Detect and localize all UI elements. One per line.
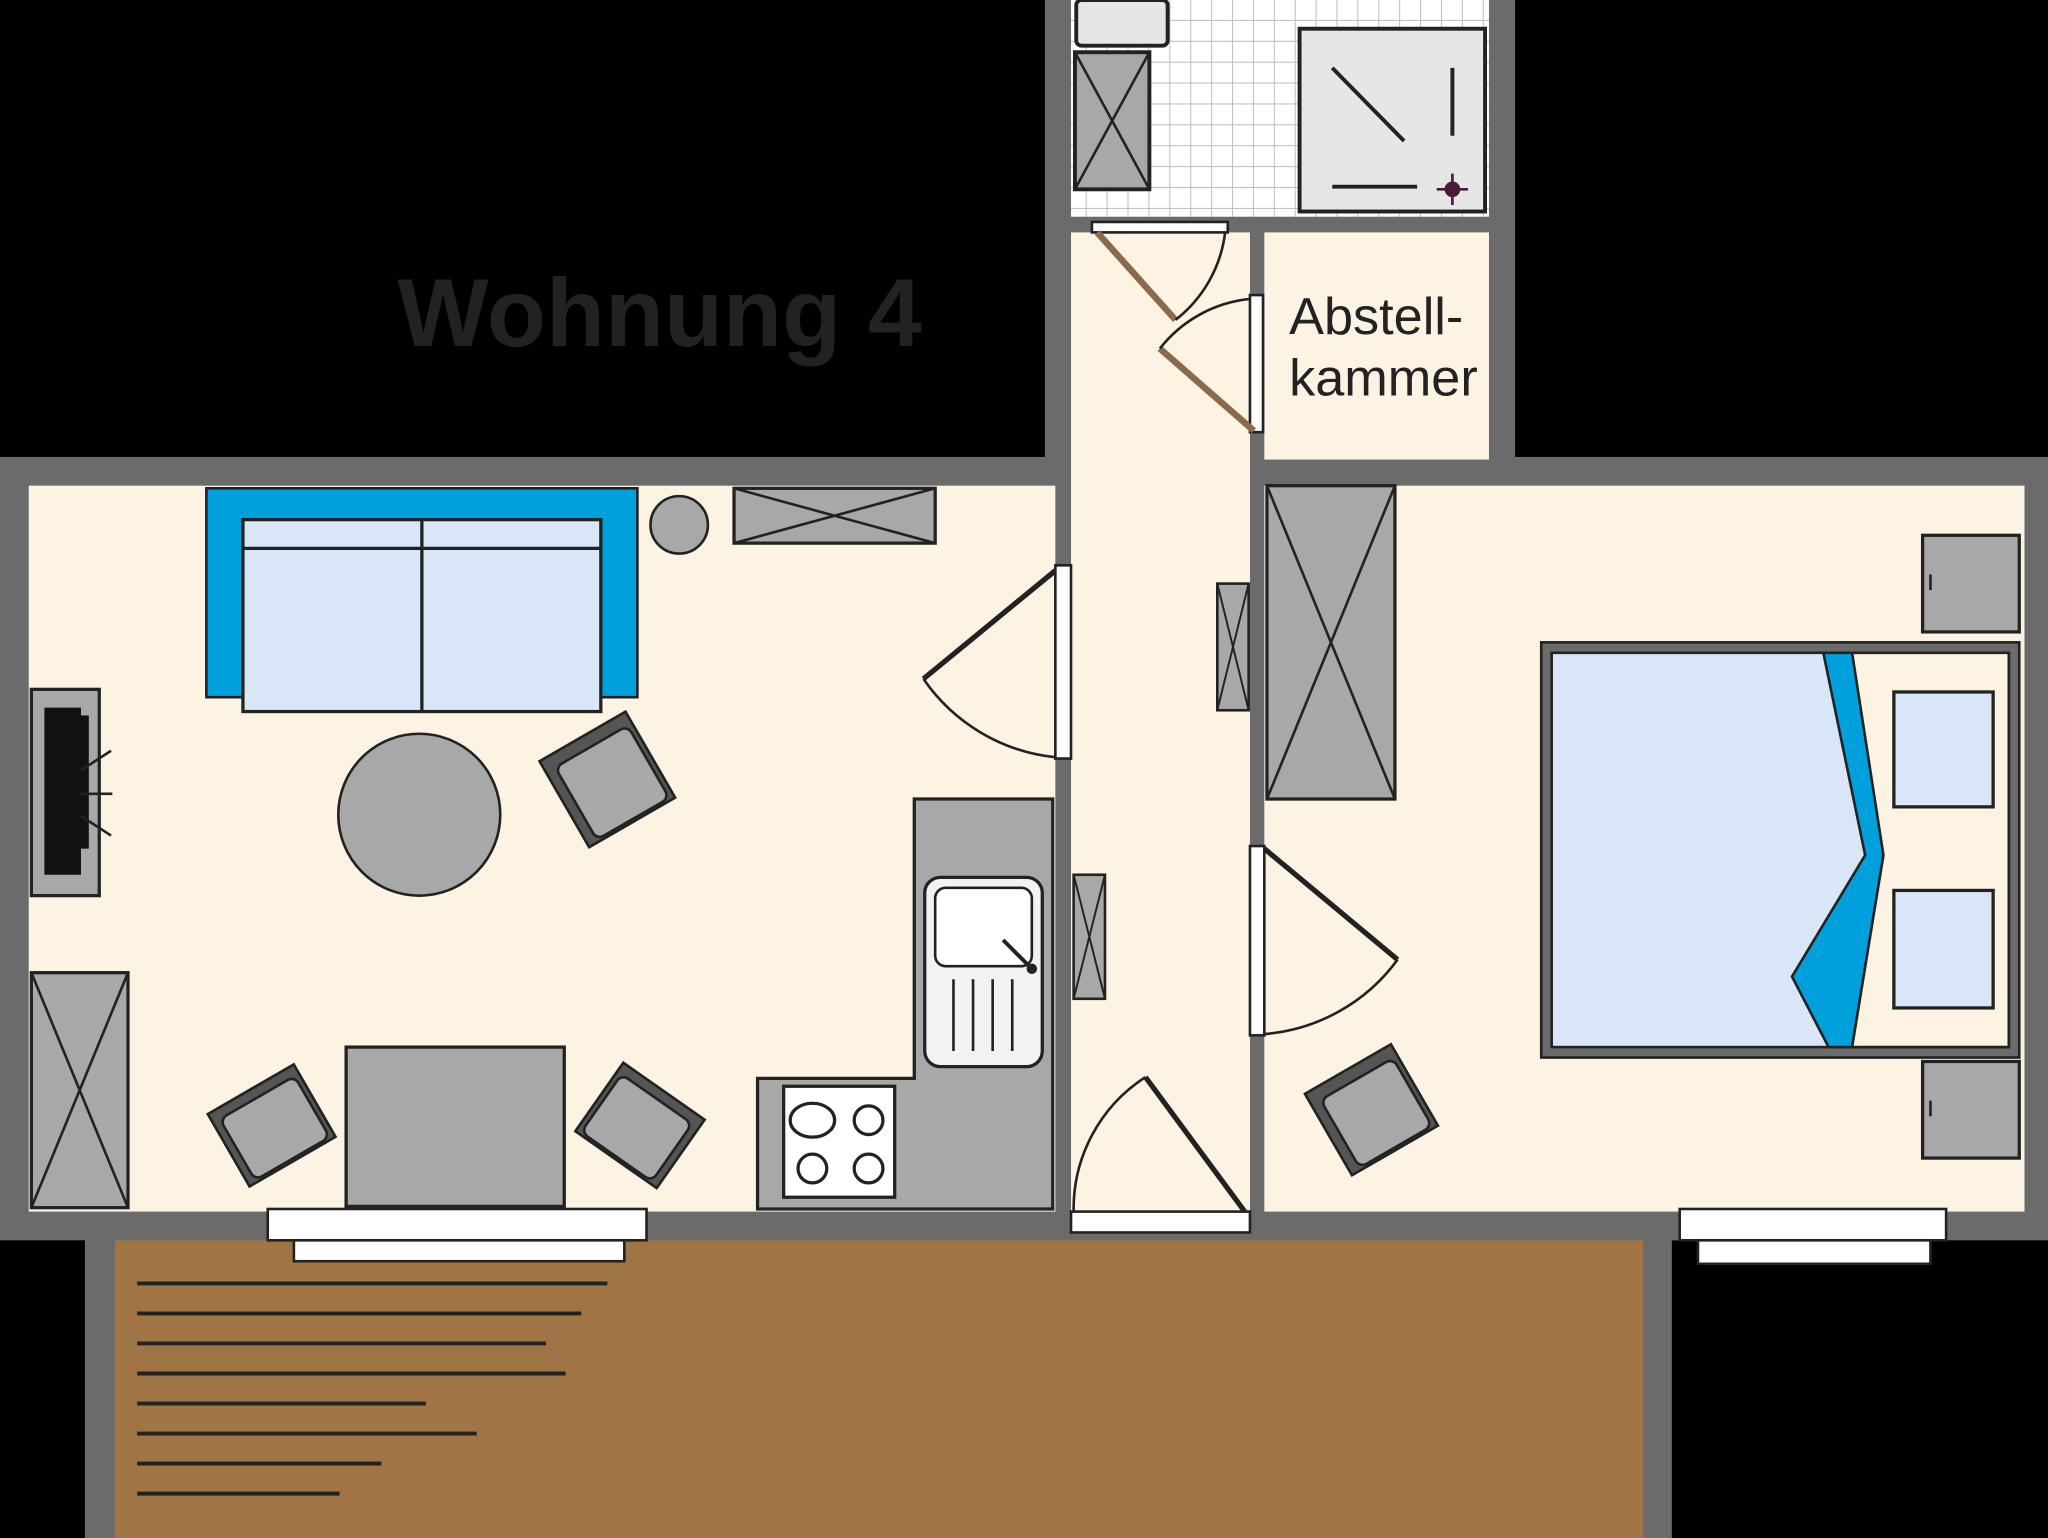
window-bedroom[interactable] <box>1678 1207 1948 1266</box>
sideboard <box>732 486 937 545</box>
shower <box>1297 26 1488 214</box>
hallway-floor <box>1071 232 1250 1212</box>
sofa <box>205 486 639 714</box>
dining-chair-right <box>573 1060 707 1190</box>
bathroom-cabinet <box>1072 50 1152 192</box>
nightstand-top <box>1920 533 2021 634</box>
storage-room-floor <box>1264 232 1489 460</box>
hall-shelf-1 <box>1072 873 1107 1001</box>
balcony-floor <box>114 1240 1644 1538</box>
double-bed <box>1539 641 2021 1059</box>
dining-table <box>344 1045 566 1209</box>
nightstand-bottom <box>1920 1059 2021 1160</box>
side-table <box>649 494 710 555</box>
bedroom-chair <box>1303 1042 1440 1178</box>
round-table <box>336 732 502 897</box>
storage-door[interactable] <box>1157 293 1265 434</box>
balcony-decking-lines <box>137 1281 608 1496</box>
storage-room-label-line2: kammer <box>1289 350 1478 408</box>
hall-shelf-2 <box>1216 582 1250 712</box>
bedroom-door[interactable] <box>1248 844 1400 1037</box>
pillow <box>1892 690 1995 809</box>
entrance-door[interactable] <box>1069 1075 1252 1234</box>
bathroom-door[interactable] <box>1090 220 1230 323</box>
balcony-door-living[interactable] <box>266 1207 648 1263</box>
wardrobe <box>1265 484 1397 801</box>
cabinet-left <box>29 971 130 1210</box>
kitchen-counter <box>755 797 1055 1211</box>
bathroom-sink <box>1074 0 1170 48</box>
armchair <box>537 709 677 850</box>
apartment-title: Wohnung 4 <box>397 260 922 367</box>
pillow <box>1892 888 1995 1010</box>
tv-unit <box>29 687 113 898</box>
living-room-door[interactable] <box>921 564 1073 760</box>
dining-chair-left <box>206 1062 338 1189</box>
storage-room-label-line1: Abstell- <box>1289 288 1463 346</box>
